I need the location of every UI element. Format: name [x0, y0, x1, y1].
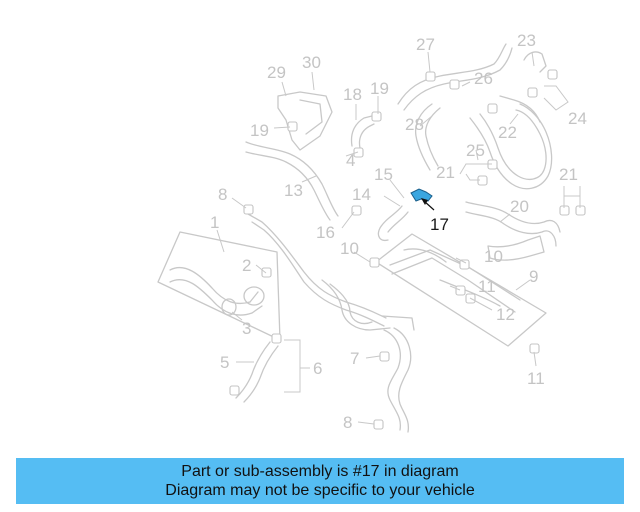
callout-27: 27 [416, 35, 435, 54]
parts-diagram: 1 2 3 4 5 6 7 8 8 9 10 10 11 11 12 13 14… [157, 31, 587, 433]
banner-line-1: Part or sub-assembly is #17 in diagram [181, 463, 459, 480]
callout-2: 2 [242, 256, 251, 275]
part-drawings [157, 43, 586, 433]
callout-6: 6 [313, 359, 322, 378]
callout-11-mid: 11 [478, 277, 496, 296]
callout-10-right: 10 [484, 247, 503, 266]
callout-26: 26 [474, 69, 493, 88]
callout-19-left: 19 [250, 121, 269, 140]
callout-14: 14 [352, 185, 371, 204]
callout-20: 20 [510, 197, 529, 216]
callout-24: 24 [568, 109, 587, 128]
callout-16: 16 [316, 223, 335, 242]
callout-8-top: 8 [218, 185, 227, 204]
callout-5: 5 [220, 353, 229, 372]
banner-line-2: Diagram may not be specific to your vehi… [165, 482, 475, 499]
callout-1: 1 [210, 213, 219, 232]
callout-29: 29 [267, 63, 286, 82]
callout-30: 30 [302, 53, 321, 72]
callout-22: 22 [498, 123, 517, 142]
info-banner: Part or sub-assembly is #17 in diagram D… [16, 458, 624, 504]
callout-23: 23 [517, 31, 536, 50]
callout-12: 12 [496, 305, 515, 324]
callout-28: 28 [405, 115, 424, 134]
callout-8-bottom: 8 [343, 413, 352, 432]
callout-17: 17 [430, 215, 449, 234]
highlighted-part-17[interactable] [410, 188, 435, 211]
leader-lines [216, 51, 581, 425]
callout-21-mid: 21 [436, 163, 455, 182]
callout-4: 4 [346, 151, 355, 170]
callout-25: 25 [466, 141, 485, 160]
callout-18: 18 [343, 85, 362, 104]
callout-19-right: 19 [370, 79, 389, 98]
callout-11-bottom: 11 [527, 369, 545, 388]
callout-7: 7 [350, 349, 359, 368]
callout-13: 13 [284, 181, 303, 200]
callout-3: 3 [242, 319, 251, 338]
callout-9: 9 [529, 267, 538, 286]
callout-21-right: 21 [559, 165, 578, 184]
callout-10-left: 10 [340, 239, 359, 258]
callout-15: 15 [374, 165, 393, 184]
callout-labels: 1 2 3 4 5 6 7 8 8 9 10 10 11 11 12 13 14… [210, 31, 587, 432]
